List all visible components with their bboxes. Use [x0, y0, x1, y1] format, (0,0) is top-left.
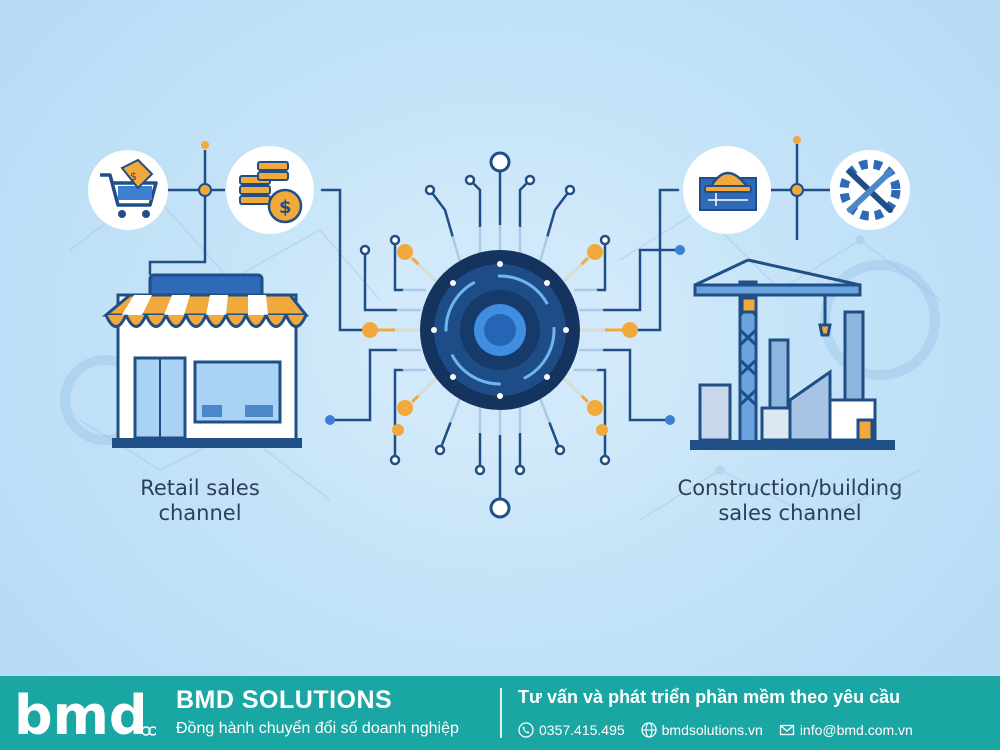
tools-icon — [830, 150, 910, 230]
globe-icon — [640, 722, 657, 738]
construction-label-line2: sales channel — [718, 501, 862, 525]
construction-site-icon — [690, 258, 895, 450]
svg-text:$: $ — [130, 170, 137, 183]
construction-label-line1: Construction/building — [677, 476, 903, 500]
construction-channel-label: Construction/building sales channel — [640, 476, 940, 526]
bottom-terminal-node — [489, 497, 511, 519]
contact-row: 0357.415.495 bmdsolutions.vn info@bmd.co… — [518, 722, 913, 738]
trace-endpoints — [359, 174, 611, 476]
dollar-icon: $ — [267, 188, 303, 224]
footer-bar: bmd BMD SOLUTIONS Đồng hành chuyển đổi s… — [0, 676, 1000, 750]
svg-text:$: $ — [279, 197, 292, 218]
ai-chip-icon — [395, 225, 605, 435]
brand-name: BMD SOLUTIONS — [176, 686, 393, 714]
svg-text:bmd: bmd — [14, 684, 148, 744]
retail-label-line2: channel — [158, 501, 242, 525]
top-terminal-node — [489, 151, 511, 173]
trace-blue-dots — [325, 245, 685, 425]
mail-icon — [779, 724, 794, 736]
email-address: info@bmd.com.vn — [799, 722, 913, 738]
website-contact[interactable]: bmdsolutions.vn — [640, 722, 763, 738]
retail-label-line1: Retail sales — [140, 476, 260, 500]
footer-divider — [500, 688, 502, 738]
bmd-logo: bmd — [14, 684, 156, 744]
coins-icon: $ — [226, 146, 314, 234]
email-contact[interactable]: info@bmd.com.vn — [779, 722, 913, 738]
blueprint-icon — [683, 146, 771, 234]
phone-icon — [518, 722, 534, 738]
phone-contact[interactable]: 0357.415.495 — [518, 722, 625, 738]
hard-hat-icon — [704, 171, 752, 193]
phone-number: 0357.415.495 — [539, 722, 625, 738]
website-url: bmdsolutions.vn — [661, 722, 763, 738]
storefront-icon — [101, 273, 310, 448]
orange-nodes — [362, 244, 638, 436]
service-tagline: Tư vấn và phát triển phần mềm theo yêu c… — [518, 687, 901, 707]
retail-channel-label: Retail sales channel — [100, 476, 300, 526]
shopping-cart-icon: $ — [88, 150, 168, 230]
diagram-art: $ $ — [60, 136, 941, 521]
left-connectors — [148, 150, 225, 275]
brand-slogan: Đồng hành chuyển đổi số doanh nghiệp — [176, 720, 459, 737]
